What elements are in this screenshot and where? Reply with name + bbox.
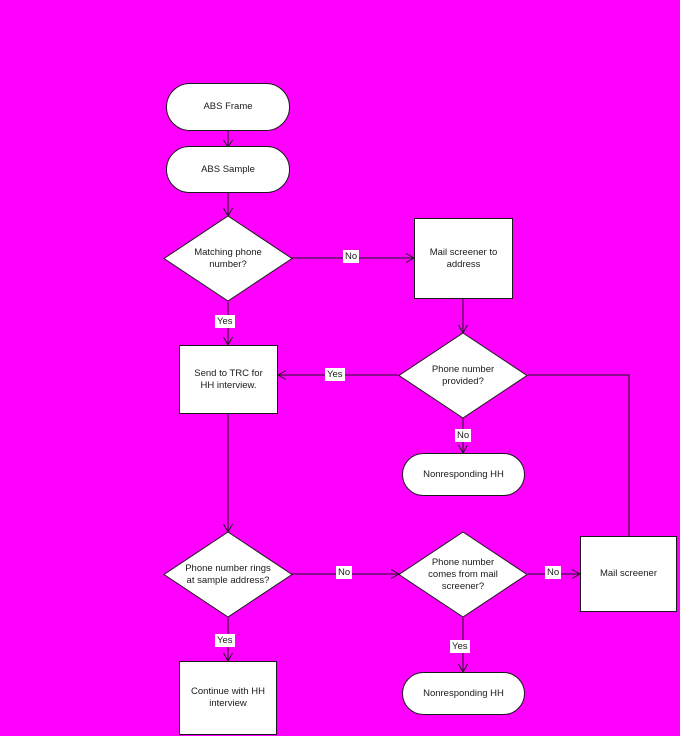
arrowhead-provided-yes: [276, 370, 287, 380]
node-mail-screener[interactable]: Mail screener: [580, 536, 677, 612]
node-label: Mail screener to address: [429, 246, 498, 270]
arrowhead-screener-no: [571, 569, 582, 579]
node-label: ABS Sample: [201, 163, 255, 175]
arrowhead-screener-yes: [458, 663, 468, 674]
edge-label-screener-no: No: [545, 566, 562, 579]
node-label: Nonresponding HH: [423, 468, 504, 480]
edge-label-screener-yes: Yes: [450, 640, 470, 653]
node-label: Continue with HH interview: [191, 686, 265, 709]
edge-label-rings-yes: Yes: [215, 634, 235, 647]
node-label: Nonresponding HH: [423, 687, 504, 699]
node-phone-rings-at-sample-address[interactable]: Phone number rings at sample address?: [163, 531, 293, 618]
arrowhead-provided-no: [458, 444, 468, 455]
arrowhead-matching-yes: [223, 336, 233, 347]
node-label: ABS Frame: [203, 101, 253, 112]
node-send-to-trc[interactable]: Send to TRC for HH interview.: [179, 345, 278, 414]
edge-label-matching-no: No: [343, 250, 360, 263]
node-nonresponding-hh-top[interactable]: Nonresponding HH: [402, 453, 525, 496]
edge-provided-to-mailscreener: [528, 374, 630, 536]
node-continue-with-hh-interview[interactable]: Continue with HH interview: [179, 661, 277, 735]
edge-label-provided-no: No: [455, 429, 472, 442]
node-abs-sample[interactable]: ABS Sample: [166, 146, 290, 193]
edge-label-rings-no: No: [336, 566, 353, 579]
arrowhead-rings-yes: [223, 652, 233, 663]
arrowhead-matching-no: [405, 253, 416, 263]
node-phone-number-provided[interactable]: Phone number provided?: [398, 332, 528, 419]
edge-label-matching-yes: Yes: [215, 315, 235, 328]
node-abs-frame[interactable]: ABS Frame: [166, 83, 290, 131]
node-mail-screener-to-address[interactable]: Mail screener to address: [414, 218, 513, 299]
node-label: Send to TRC for HH interview.: [194, 367, 263, 391]
edge-label-provided-yes: Yes: [325, 368, 345, 381]
node-phone-from-mail-screener[interactable]: Phone number comes from mail screener?: [398, 531, 528, 618]
node-nonresponding-hh-bottom[interactable]: Nonresponding HH: [402, 672, 525, 715]
node-matching-phone-number[interactable]: Matching phone number?: [163, 215, 293, 302]
node-label: Mail screener: [599, 568, 658, 579]
